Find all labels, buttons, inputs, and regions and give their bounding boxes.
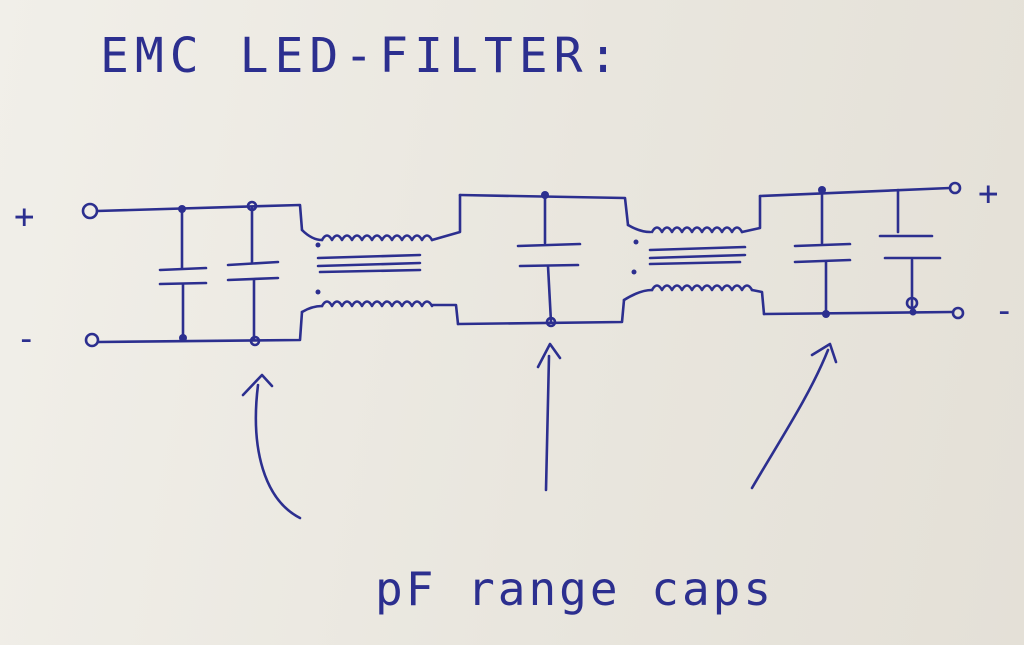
top-rail-segment-1 xyxy=(95,203,304,232)
arrow-to-capacitor-2 xyxy=(241,373,302,520)
output-minus-terminal xyxy=(951,306,965,320)
annotation-text: pF range caps xyxy=(375,562,774,616)
capacitor-3 xyxy=(516,191,582,328)
input-plus-terminal xyxy=(81,202,99,220)
top-rail-segment-2 xyxy=(458,193,630,227)
output-plus-terminal xyxy=(948,181,962,195)
capacitor-4 xyxy=(793,186,852,318)
capacitor-1 xyxy=(158,205,208,342)
common-mode-choke-2 xyxy=(622,194,766,316)
right-plus-label: + xyxy=(978,174,998,214)
capacitor-5 xyxy=(878,188,942,316)
bottom-rail-segment-1 xyxy=(96,310,304,344)
top-rail-segment-3 xyxy=(758,186,952,198)
bottom-rail-segment-3 xyxy=(762,310,954,316)
arrow-to-capacitor-3 xyxy=(536,342,562,492)
right-minus-label: - xyxy=(994,291,1014,331)
left-plus-label: + xyxy=(14,197,34,237)
diagram-title: EMC LED-FILTER: xyxy=(100,28,623,84)
bottom-rail-segment-2 xyxy=(456,298,626,326)
arrow-to-capacitor-4 xyxy=(750,342,838,490)
common-mode-choke-1 xyxy=(300,193,462,326)
left-minus-label: - xyxy=(16,319,36,359)
input-minus-terminal xyxy=(84,332,100,348)
capacitor-2 xyxy=(226,200,280,347)
